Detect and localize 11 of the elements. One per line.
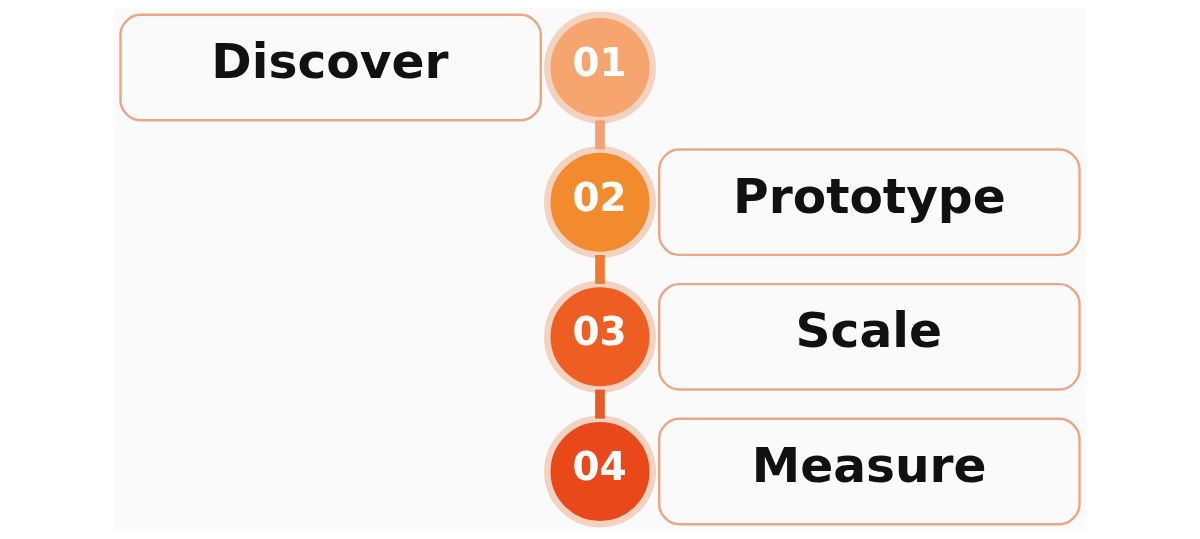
- node-circle: 01: [544, 11, 656, 124]
- node-box: Prototype: [658, 148, 1081, 257]
- node-box: Scale: [658, 282, 1081, 391]
- connector: [595, 120, 605, 150]
- node-circle: 04: [544, 415, 656, 528]
- connector: [595, 389, 605, 419]
- node-box: Measure: [658, 417, 1081, 526]
- node-circle: 03: [544, 280, 656, 393]
- node-circle: 02: [544, 146, 656, 259]
- node-box: Discover: [119, 13, 542, 122]
- connector: [595, 255, 605, 284]
